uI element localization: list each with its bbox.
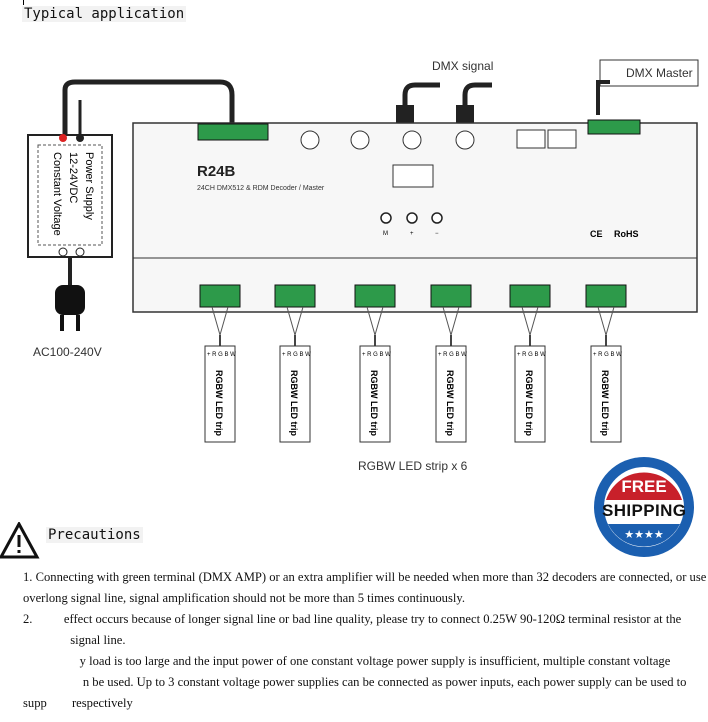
rohs-mark: RoHS: [614, 229, 639, 239]
badge-shipping: SHIPPING: [602, 501, 686, 520]
strip-label: RGBW LED trip: [524, 370, 534, 436]
decoder-device: R24B 24CH DMX512 & RDM Decoder / Master …: [132, 119, 698, 313]
led-strip-2: + R G B W RGBW LED trip: [274, 284, 316, 443]
plug-icon: [55, 285, 85, 331]
button-plus-label: +: [410, 231, 414, 237]
strip-pins: + R G B W: [207, 352, 236, 358]
led-strip-5: + R G B W RGBW LED trip: [509, 284, 551, 443]
strip-label: RGBW LED trip: [369, 370, 379, 436]
line: overlong signal line, signal amplificati…: [23, 591, 465, 605]
dmx-signal-label: DMX signal: [432, 59, 493, 73]
line: y load is too large and the input power …: [23, 654, 671, 668]
strip-pins: + R G B W: [438, 352, 467, 358]
precautions-text: 1. Connecting with green terminal (DMX A…: [23, 567, 707, 714]
badge-stars: ★★★★: [624, 529, 664, 541]
power-supply: Power Supply 12-24VDC Constant Voltage: [27, 134, 113, 258]
line: n be used. Up to 3 constant voltage powe…: [23, 675, 687, 689]
strip-pins: + R G B W: [362, 352, 391, 358]
line: 2. effect occurs because of longer signa…: [23, 612, 682, 626]
strip-label: RGBW LED trip: [445, 370, 455, 436]
strip-label: RGBW LED trip: [214, 370, 224, 436]
strip-pins: + R G B W: [593, 352, 622, 358]
strip-label: RGBW LED trip: [600, 370, 610, 436]
ac-label: AC100-240V: [33, 345, 102, 359]
dmx-master-label: DMX Master: [626, 66, 693, 80]
section-title: Typical application: [22, 6, 187, 22]
line: supp respectively: [23, 696, 133, 710]
led-strip-3: + R G B W RGBW LED trip: [354, 284, 396, 443]
ps-line3: Constant Voltage: [51, 152, 63, 236]
strips-caption: RGBW LED strip x 6: [358, 459, 468, 473]
led-strip-4: + R G B W RGBW LED trip: [430, 284, 472, 443]
strip-pins: + R G B W: [282, 352, 311, 358]
device-model: R24B: [197, 163, 236, 180]
free-shipping-badge: FREE SHIPPING ★★★★: [594, 457, 694, 557]
precautions-title: Precautions: [46, 527, 143, 543]
button-m-label: M: [383, 231, 388, 237]
badge-free: FREE: [621, 477, 666, 496]
strip-label: RGBW LED trip: [289, 370, 299, 436]
strip-pins: + R G B W: [517, 352, 546, 358]
button-minus-label: −: [435, 231, 439, 237]
cursor-mark: [23, 0, 24, 5]
line: 1. Connecting with green terminal (DMX A…: [23, 570, 707, 584]
wiring-diagram: Power Supply 12-24VDC Constant Voltage A…: [27, 59, 699, 473]
ps-line1: Power Supply: [83, 152, 95, 220]
device-subtitle: 24CH DMX512 & RDM Decoder / Master: [197, 185, 325, 192]
ps-line2: 12-24VDC: [67, 152, 79, 203]
led-strip-6: + R G B W RGBW LED trip: [585, 284, 627, 443]
line: signal line.: [23, 633, 126, 647]
led-strip-1: + R G B W RGBW LED trip: [199, 284, 241, 443]
ce-mark: CE: [590, 229, 603, 239]
warning-icon: [0, 522, 40, 559]
